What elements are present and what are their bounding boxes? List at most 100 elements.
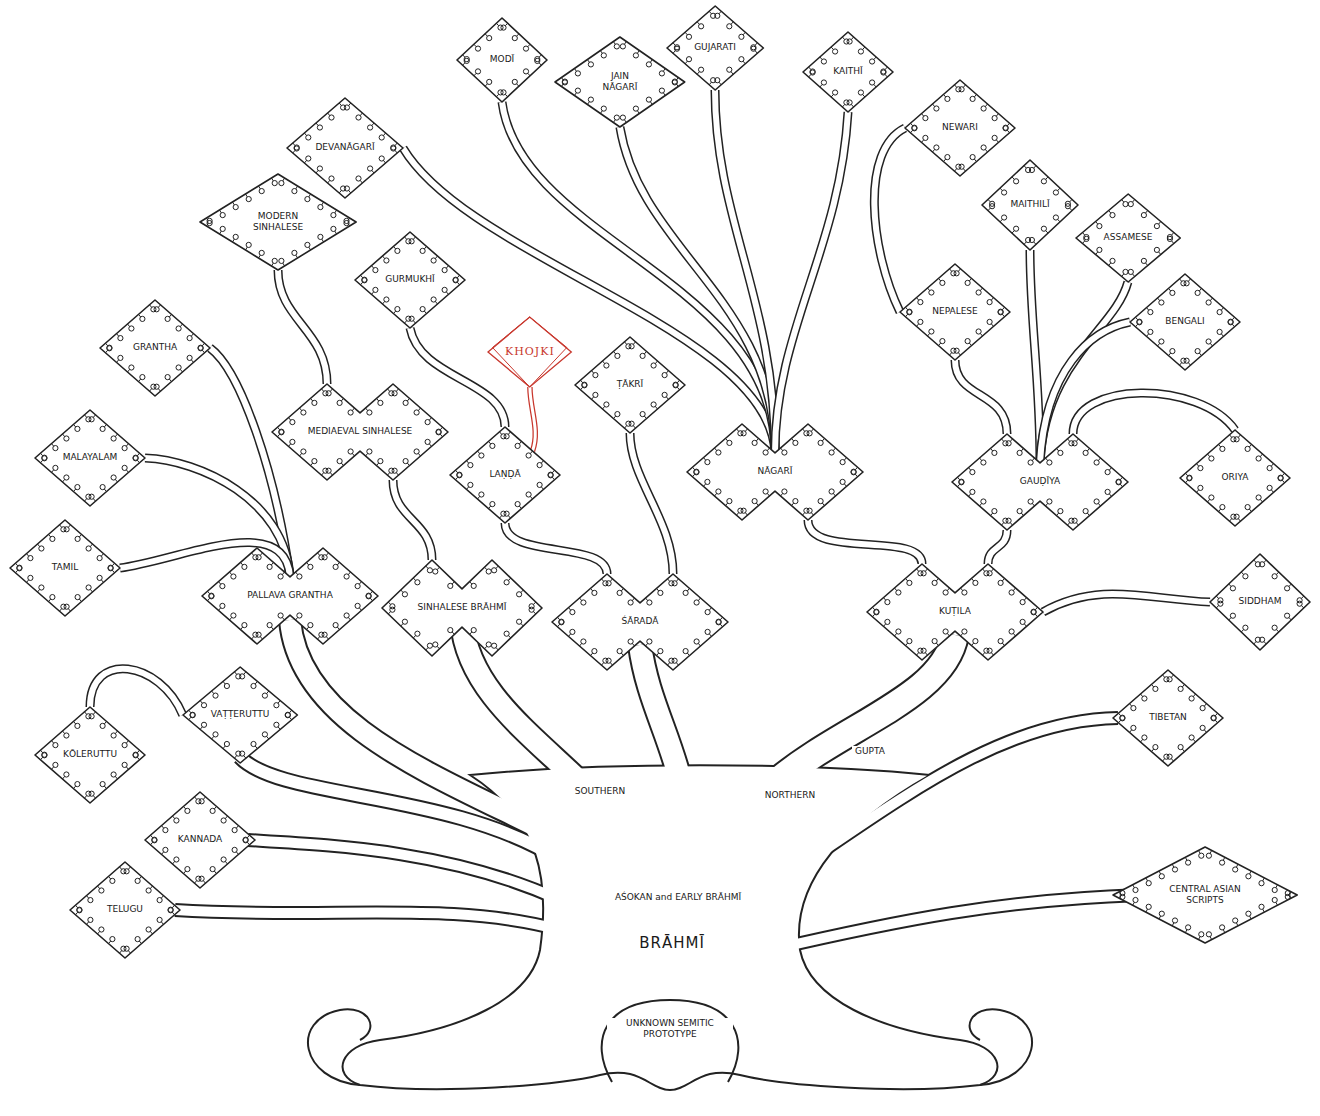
leaf-curls bbox=[41, 415, 140, 501]
diamond-border bbox=[1113, 670, 1223, 766]
script-leaf: MEDIAEVAL SINHALESE bbox=[272, 384, 448, 480]
leaf-curls bbox=[208, 553, 373, 639]
text-holder: KHOJKI bbox=[488, 317, 571, 387]
text-holder: KUṬILA bbox=[867, 564, 1043, 660]
script-name: ASSAMESE bbox=[1104, 232, 1153, 243]
leaf-curls bbox=[278, 389, 443, 475]
script-name: VAṬṬERUTTU bbox=[211, 709, 270, 720]
branch-fill bbox=[720, 635, 955, 860]
root-curl bbox=[308, 1009, 370, 1085]
diamond-border bbox=[1076, 194, 1180, 282]
diamond-border bbox=[1180, 430, 1290, 526]
branch-edge bbox=[1073, 393, 1235, 434]
script-name: MALAYALAM bbox=[63, 452, 118, 463]
branch-connector bbox=[715, 90, 775, 453]
branch-connector bbox=[808, 520, 922, 564]
leaf-curls bbox=[1082, 200, 1173, 277]
branch-connector bbox=[874, 128, 905, 312]
script-leaf: TIBETAN bbox=[1113, 670, 1223, 766]
branch-edge bbox=[505, 523, 607, 574]
branch-core bbox=[874, 128, 905, 312]
branch-core bbox=[1073, 393, 1235, 434]
script-name: BENGALI bbox=[1165, 316, 1204, 327]
text-holder: KŌLERUTTU bbox=[35, 707, 145, 803]
script-leaf: NĀGARĪ bbox=[687, 424, 863, 520]
script-name: MODĪ bbox=[490, 54, 514, 65]
branch-connector bbox=[955, 360, 1007, 434]
script-name: TELUGU bbox=[107, 904, 143, 915]
diamond-border bbox=[982, 160, 1078, 250]
script-name: NEWARI bbox=[942, 122, 978, 133]
branch-core bbox=[955, 360, 1007, 434]
branch-outline bbox=[175, 910, 560, 930]
script-name: ŚĀRADĀ bbox=[622, 616, 659, 627]
script-leaf: MODĪ bbox=[457, 18, 547, 102]
branch-edge bbox=[715, 90, 775, 453]
diamond-border bbox=[450, 427, 560, 523]
script-name: NĀGARĪ bbox=[758, 466, 793, 477]
highlighted-branch bbox=[530, 387, 535, 451]
script-name: KHOJKI bbox=[505, 345, 555, 359]
branch-edge bbox=[393, 480, 432, 560]
diamond-border bbox=[35, 410, 145, 506]
text-holder: LAṆḌĀ bbox=[450, 427, 560, 523]
leaf-curls bbox=[188, 672, 291, 758]
leaf-curls bbox=[562, 42, 679, 123]
leaf-curls bbox=[809, 37, 888, 107]
leaf-curls bbox=[207, 178, 350, 266]
diamond-border bbox=[202, 548, 378, 644]
script-name: SIDDHAM bbox=[1239, 596, 1282, 607]
trunk-label: GUPTA bbox=[852, 746, 888, 757]
branch-core bbox=[1030, 250, 1040, 463]
branch-edge bbox=[874, 128, 905, 312]
branch-core bbox=[630, 433, 673, 574]
branch-fill bbox=[780, 718, 1118, 880]
branch-core bbox=[988, 530, 1007, 564]
root-curl bbox=[970, 1009, 1032, 1085]
text-holder: MODERN SINHALESE bbox=[200, 174, 356, 270]
branch-core bbox=[393, 480, 432, 560]
script-name: GAUḌĪYA bbox=[1020, 476, 1060, 487]
diamond-border bbox=[457, 18, 547, 102]
branch-fill bbox=[175, 910, 560, 930]
branch-core bbox=[775, 112, 848, 453]
diamond-border bbox=[555, 37, 685, 127]
branch-connector bbox=[1043, 594, 1210, 612]
leaf-curls bbox=[456, 432, 555, 518]
trunk-label: SOUTHERN bbox=[572, 786, 628, 797]
leaf-curls bbox=[906, 269, 1005, 355]
text-holder: GURMUKHĪ bbox=[355, 232, 465, 328]
script-name: JAIN NĀGARĪ bbox=[594, 71, 646, 94]
trunk-label: UNKNOWN SEMITIC PROTOTYPE bbox=[607, 1018, 733, 1041]
branch-fill bbox=[770, 895, 1140, 950]
branch-edge bbox=[1030, 250, 1040, 463]
text-holder: MALAYALAM bbox=[35, 410, 145, 506]
script-name: NEPALESE bbox=[932, 306, 978, 317]
branch-edge bbox=[988, 530, 1007, 564]
branch-connector bbox=[775, 112, 848, 453]
trunk-label: BRĀHMĪ bbox=[636, 934, 708, 953]
script-name: KAITHĪ bbox=[833, 66, 862, 77]
script-leaf: TAMIL bbox=[10, 520, 120, 616]
script-leaf: BENGALI bbox=[1130, 274, 1240, 370]
leaf-curls bbox=[41, 712, 140, 798]
script-leaf: KUṬILA bbox=[867, 564, 1043, 660]
branch-core bbox=[505, 523, 607, 574]
branch-connector bbox=[630, 433, 673, 574]
diamond-border bbox=[552, 574, 728, 670]
leaf-curls bbox=[76, 867, 175, 953]
text-holder: VAṬṬERUTTU bbox=[183, 667, 297, 763]
script-leaf: GRANTHA bbox=[100, 300, 210, 396]
text-holder: NĀGARĪ bbox=[687, 424, 863, 520]
diamond-border bbox=[382, 560, 542, 656]
text-holder: GUJARATI bbox=[667, 6, 763, 90]
text-holder: GRANTHA bbox=[100, 300, 210, 396]
script-name: GUJARATI bbox=[694, 42, 736, 53]
leaf-curls bbox=[388, 566, 536, 650]
branch-core bbox=[1040, 282, 1128, 463]
script-leaf: PALLAVA GRANTHA bbox=[202, 548, 378, 644]
leaf-curls bbox=[106, 305, 205, 391]
text-holder: CENTRAL ASIAN SCRIPTS bbox=[1113, 847, 1297, 943]
highlighted-script-diamond: KHOJKI bbox=[488, 317, 571, 387]
script-leaf: SIDDHAM bbox=[1210, 554, 1310, 650]
